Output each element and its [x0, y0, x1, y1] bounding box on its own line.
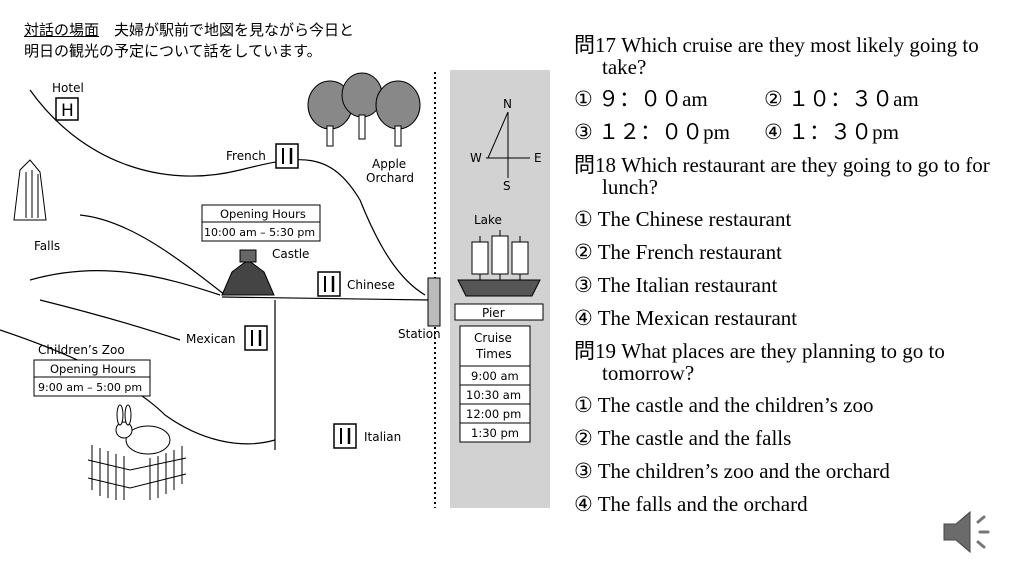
cruise-time-4: 1:30 pm	[471, 426, 519, 440]
fence-icon	[87, 445, 187, 500]
scene-description: 対話の場面 夫婦が駅前で地図を見ながら今日と 明日の観光の予定について話をしてい…	[24, 20, 454, 62]
q18-option-1: ① The Chinese restaurant	[574, 207, 792, 231]
zoo-hours-title: Opening Hours	[50, 362, 136, 376]
compass-n: N	[503, 97, 512, 111]
apple-orchard-label-1: Apple	[372, 157, 406, 171]
fork-knife-icon	[244, 325, 268, 351]
compass-e: E	[534, 151, 542, 165]
speaker-icon[interactable]	[936, 504, 996, 560]
cruise-title-1: Cruise	[474, 331, 512, 345]
q17-option-1: ① ９：００am	[574, 87, 708, 111]
ship-icon	[457, 230, 541, 297]
railway	[427, 72, 441, 508]
fork-knife-icon	[275, 143, 299, 169]
italian-label: Italian	[364, 430, 401, 444]
zoo-hours-box	[33, 359, 151, 397]
cruise-title-box	[459, 325, 531, 367]
q18-option-3: ③ The Italian restaurant	[574, 273, 778, 297]
q19-option-3: ③ The children’s zoo and the orchard	[574, 459, 890, 483]
compass-w: W	[470, 151, 482, 165]
road-north	[29, 89, 426, 296]
tourist-map: Hotel H Falls French Apple Orchard Openi…	[0, 70, 550, 508]
road-falls	[29, 269, 221, 296]
q19-option-2: ② The castle and the falls	[574, 426, 792, 450]
fork-knife-icon	[333, 423, 357, 449]
hotel-sign: H	[61, 101, 74, 121]
q18-option-4: ④ The Mexican restaurant	[574, 306, 798, 330]
zoo-label: Children’s Zoo	[38, 343, 125, 357]
q19-option-1: ① The castle and the children’s zoo	[574, 393, 874, 417]
question-18: 問18 Which restaurant are they going to g…	[574, 153, 990, 199]
apple-orchard-label-2: Orchard	[366, 171, 414, 185]
q17-options-row-2: ③ １２：００pm ④ １：３０pm	[574, 121, 1014, 143]
apple-tree-icon	[307, 72, 421, 147]
mexican-label: Mexican	[186, 332, 236, 346]
q18-option-2: ② The French restaurant	[574, 240, 782, 264]
french-label: French	[226, 149, 266, 163]
castle-hours-value: 10:00 am – 5:30 pm	[204, 226, 315, 239]
cruise-title-2: Times	[475, 347, 512, 361]
falls-label: Falls	[34, 239, 60, 253]
scene-label: 対話の場面	[24, 21, 100, 39]
question-panel: 問17 Which cruise are they most likely go…	[574, 34, 1014, 526]
q17-option-4: ④ １：３０pm	[764, 120, 899, 144]
compass-s: S	[503, 179, 511, 193]
pier-label: Pier	[482, 306, 505, 320]
scene-text: 夫婦が駅前で地図を見ながら今日と	[114, 21, 355, 39]
hotel-sign-box	[55, 97, 79, 121]
question-17: 問17 Which cruise are they most likely go…	[574, 33, 979, 79]
castle-label: Castle	[272, 247, 309, 261]
q17-option-3: ③ １２：００pm	[574, 120, 730, 144]
hotel-label: Hotel	[52, 81, 84, 95]
lake-label: Lake	[474, 213, 502, 227]
zoo-hours-value: 9:00 am – 5:00 pm	[38, 381, 142, 394]
scene-line-2: 明日の観光の予定について話をしています。	[24, 42, 322, 60]
castle-icon	[221, 249, 275, 296]
road-chinese	[221, 296, 431, 301]
castle-hours-box	[201, 204, 321, 242]
fork-knife-icon	[317, 271, 341, 297]
cruise-time-2: 10:30 am	[466, 388, 521, 402]
compass-icon	[486, 111, 530, 178]
rabbit-icon	[115, 404, 171, 455]
cruise-time-1: 9:00 am	[471, 369, 519, 383]
question-19: 問19 What places are they planning to go …	[574, 339, 945, 385]
waterfall-icon	[13, 159, 47, 221]
road-south	[0, 329, 276, 445]
castle-hours-title: Opening Hours	[220, 207, 306, 221]
road-zoo	[39, 299, 181, 341]
station-label: Station	[398, 327, 441, 341]
q19-option-4: ④ The falls and the orchard	[574, 492, 808, 516]
pier-box	[454, 303, 544, 321]
chinese-label: Chinese	[347, 278, 395, 292]
q17-options-row-1: ① ９：００am ② １０：３０am	[574, 88, 1014, 110]
scene-line-1: 対話の場面 夫婦が駅前で地図を見ながら今日と	[24, 20, 454, 41]
road-castle	[79, 214, 226, 296]
q17-option-2: ② １０：３０am	[764, 87, 919, 111]
cruise-time-3: 12:00 pm	[466, 407, 521, 421]
